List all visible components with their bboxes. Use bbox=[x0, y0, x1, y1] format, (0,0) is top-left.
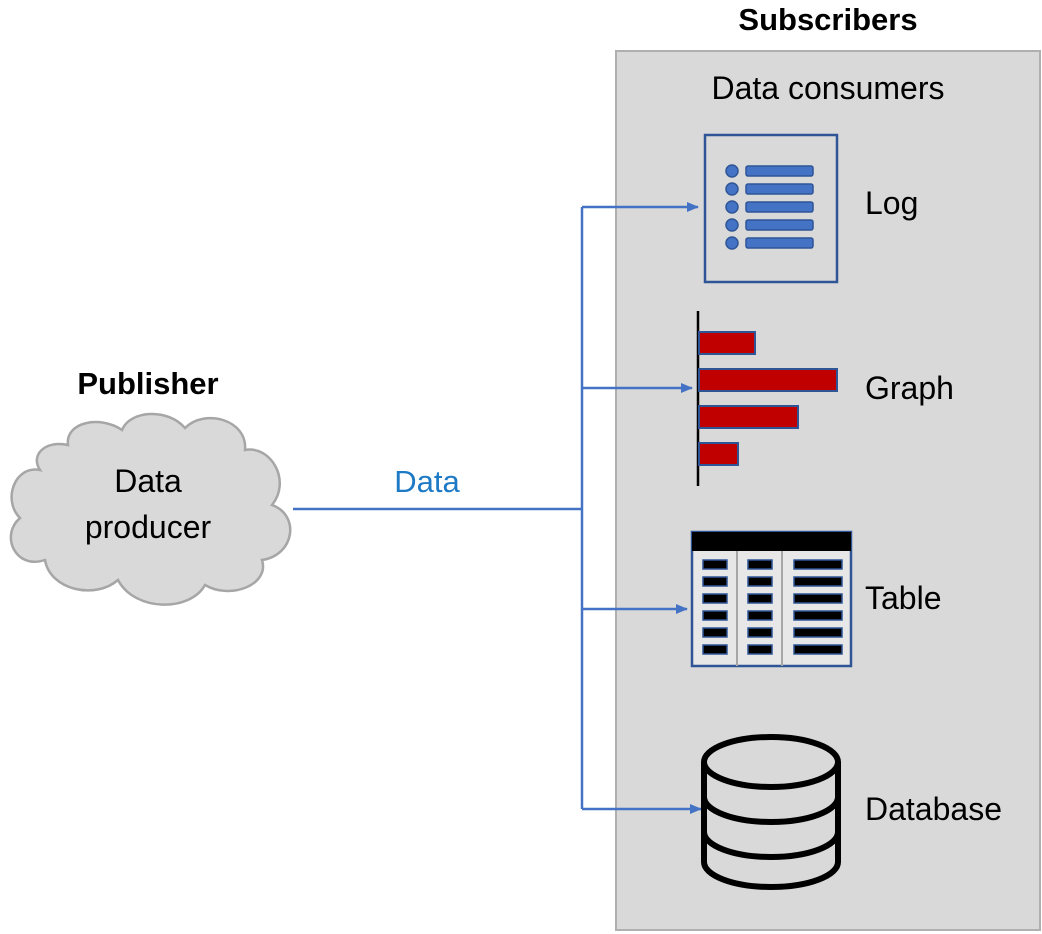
graph-bar-1 bbox=[698, 331, 756, 355]
log-list-icon[interactable] bbox=[703, 133, 839, 284]
data-consumers-label: Data consumers bbox=[712, 70, 945, 106]
database-icon[interactable] bbox=[701, 734, 841, 890]
data-producer-cloud[interactable]: Data producer bbox=[9, 412, 292, 606]
graph-bar-4 bbox=[698, 442, 739, 466]
data-producer-line1: Data bbox=[114, 463, 182, 499]
cloud-shape bbox=[9, 412, 292, 606]
graph-bar-3 bbox=[698, 405, 799, 429]
data-producer-line2: producer bbox=[85, 509, 212, 545]
graph-bar-2 bbox=[698, 368, 838, 392]
consumer-label-graph: Graph bbox=[865, 370, 954, 406]
data-flow-label: Data bbox=[394, 464, 460, 499]
publisher-heading: Publisher bbox=[77, 366, 218, 401]
data-flow-connectors bbox=[293, 202, 702, 814]
subscribers-panel bbox=[615, 50, 1041, 931]
table-icon[interactable] bbox=[690, 530, 853, 668]
consumer-label-log: Log bbox=[865, 185, 918, 221]
subscribers-heading: Subscribers bbox=[738, 2, 917, 37]
bar-graph-icon[interactable] bbox=[696, 311, 838, 486]
consumer-label-database: Database bbox=[865, 791, 1002, 827]
consumer-label-table: Table bbox=[865, 580, 942, 616]
graph-bars bbox=[698, 331, 838, 466]
